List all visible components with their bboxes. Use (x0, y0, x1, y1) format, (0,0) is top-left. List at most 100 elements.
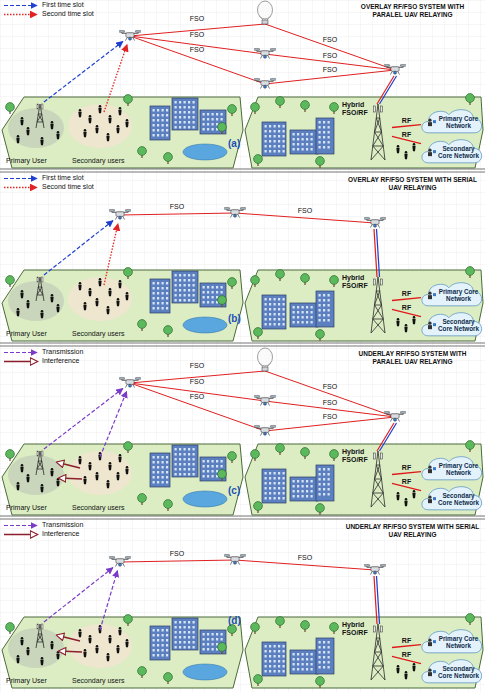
building-window (203, 465, 205, 468)
building-window (274, 492, 276, 495)
building-window (193, 101, 195, 104)
person-icon (50, 641, 53, 649)
panel-letter: (a) (228, 138, 240, 150)
legend-label: First time slot (42, 1, 84, 9)
building-window (184, 626, 186, 629)
building-window (278, 472, 280, 475)
building-window (274, 655, 276, 658)
building-window (188, 299, 190, 302)
building-window (179, 101, 181, 104)
building-window (184, 473, 186, 476)
building-window (184, 111, 186, 114)
tree-icon (218, 296, 227, 307)
building-window (153, 297, 155, 300)
link-label: FSO (190, 31, 204, 40)
building-window (269, 135, 271, 138)
tree-icon (330, 103, 339, 114)
building-window (166, 634, 168, 637)
building-window (274, 130, 276, 133)
tree-icon (124, 268, 133, 279)
person-icon (396, 665, 399, 673)
building-window (311, 316, 313, 319)
tower-strut (373, 493, 384, 494)
tree-icon (316, 157, 325, 168)
building-window (283, 323, 285, 326)
person-icon (88, 288, 91, 296)
building-window (302, 668, 304, 671)
zone-label: Primary User (6, 157, 47, 166)
tower-label: Hybrid FSO/RF (342, 448, 374, 464)
building-window (188, 636, 190, 639)
building (150, 453, 170, 487)
building-window (207, 475, 209, 478)
interference-arrow (59, 650, 82, 652)
person-icon (106, 133, 109, 141)
tree-icon (276, 270, 285, 281)
building-window (311, 495, 313, 498)
person-icon (396, 492, 399, 500)
building-window (203, 301, 205, 304)
building-window (323, 488, 325, 491)
person-icon (88, 635, 91, 643)
person-icon (83, 302, 86, 310)
building-window (278, 303, 280, 306)
legend-label: Second time slot (42, 10, 94, 18)
person-icon (20, 637, 23, 645)
link-label: FSO (323, 36, 337, 45)
building-window (319, 666, 321, 669)
building-window (188, 448, 190, 451)
base-station-strut (37, 469, 43, 470)
building-window (297, 148, 299, 151)
building-window (319, 651, 321, 654)
building-window (283, 670, 285, 673)
building-window (311, 321, 313, 324)
building-window (297, 668, 299, 671)
panel-title: UNDERLAY RF/FSO SYSTEM WITH PARALEL UAV … (345, 350, 480, 366)
link-label: FSO (190, 15, 204, 24)
building-window (323, 478, 325, 481)
panel-scene (0, 343, 485, 515)
building-window (188, 646, 190, 649)
building-window (283, 655, 285, 658)
building-window (166, 639, 168, 642)
operator-screen (433, 467, 436, 470)
building-window (166, 124, 168, 127)
building-window (323, 121, 325, 124)
building-window (302, 485, 304, 488)
building-window (265, 660, 267, 663)
building-window (319, 468, 321, 471)
tower-strut (376, 465, 381, 479)
person-icon (404, 498, 407, 506)
building-window (203, 286, 205, 289)
building-window (166, 629, 168, 632)
building-window (274, 323, 276, 326)
building-window (166, 292, 168, 295)
building-window (328, 136, 330, 139)
building-window (207, 118, 209, 121)
legend-label: Interference (42, 357, 79, 365)
person-icon (50, 294, 53, 302)
building-window (269, 670, 271, 673)
link-label: FSO (323, 52, 337, 61)
hybrid-link (377, 76, 394, 104)
building-window (179, 453, 181, 456)
ground-area (245, 444, 483, 515)
building-window (153, 654, 155, 657)
building-window (328, 651, 330, 654)
person-icon (78, 109, 81, 117)
legend-sample (4, 14, 37, 15)
building-window (153, 282, 155, 285)
person-icon (108, 635, 111, 643)
building-window (175, 626, 177, 629)
cloud-shape (422, 630, 482, 653)
building-window (319, 493, 321, 496)
building-window (179, 294, 181, 297)
building-window (311, 306, 313, 309)
network-label: Primary Core Network (437, 288, 480, 302)
person-icon (78, 629, 81, 637)
building-window (283, 140, 285, 143)
tree-icon (330, 450, 339, 461)
building-window (221, 286, 223, 289)
building-window (153, 302, 155, 305)
tree-icon (254, 328, 263, 339)
